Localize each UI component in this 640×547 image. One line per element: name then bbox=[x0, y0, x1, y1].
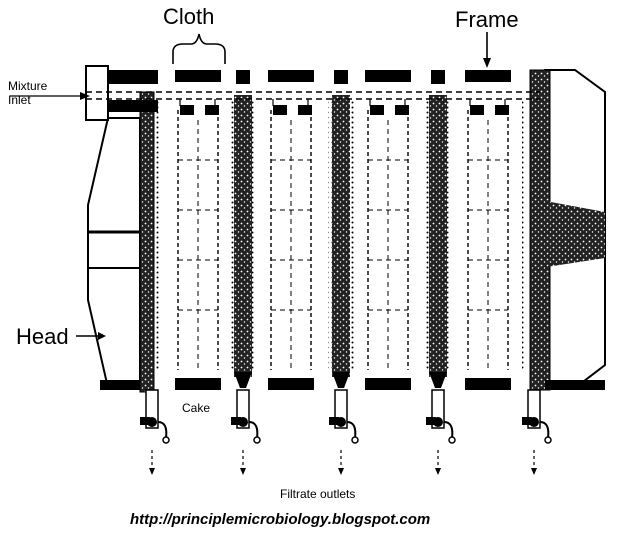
outlet-valve-2 bbox=[231, 389, 261, 475]
cloth-brace bbox=[172, 33, 226, 53]
right-head bbox=[529, 69, 606, 391]
cake-label: Cake bbox=[182, 401, 210, 415]
frame-4 bbox=[465, 70, 511, 390]
plate-1 bbox=[230, 70, 256, 388]
filtrate-outlets-label: Filtrate outlets bbox=[280, 487, 355, 501]
mixture-inlet-label-line1: Mixture bbox=[8, 79, 48, 93]
cloth-label: Cloth bbox=[163, 4, 214, 29]
outlet-valve-1 bbox=[140, 389, 170, 475]
outlet-valves bbox=[140, 389, 552, 475]
frame-label: Frame bbox=[455, 7, 519, 32]
frames bbox=[175, 70, 511, 390]
left-head bbox=[85, 65, 158, 393]
annotations bbox=[10, 32, 491, 340]
cloth-layer-left bbox=[156, 100, 160, 370]
outlet-valve-5 bbox=[522, 389, 552, 475]
frame-1 bbox=[175, 70, 221, 390]
outlet-valve-3 bbox=[329, 389, 359, 475]
head-label: Head bbox=[16, 324, 69, 349]
plate-2 bbox=[328, 70, 354, 388]
mixture-inlet-label-line2: Inlet bbox=[8, 93, 31, 107]
plates bbox=[156, 70, 526, 388]
frame-2 bbox=[268, 70, 314, 390]
outlet-valve-4 bbox=[426, 389, 456, 475]
source-url: http://principlemicrobiology.blogspot.co… bbox=[130, 511, 430, 528]
frame-3 bbox=[365, 70, 411, 390]
cloth-layer-right bbox=[522, 100, 526, 370]
plate-3 bbox=[425, 70, 451, 388]
inlet-channel bbox=[86, 91, 540, 106]
